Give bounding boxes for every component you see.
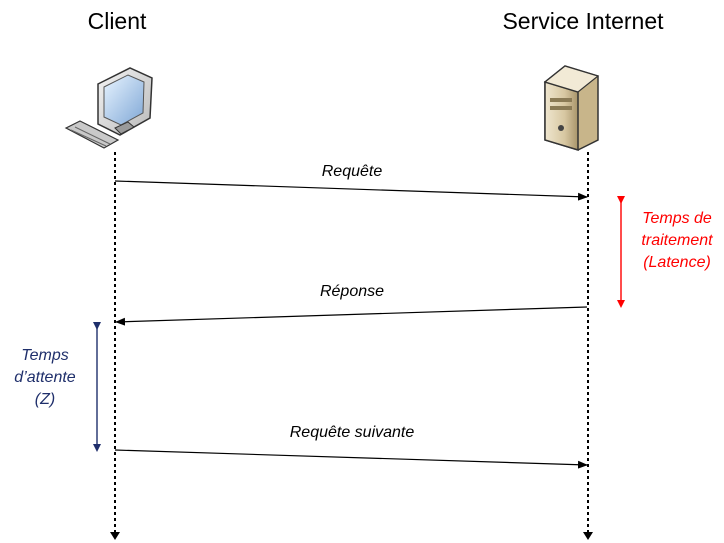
waiting-time-note: Temps d’attente (Z) [0,345,90,411]
client-title: Client [87,8,147,34]
response-arrow [115,306,588,326]
waiting-note-line-2: d’attente [14,369,76,386]
client-lifeline-end-arrow [110,532,120,540]
server-title: Service Internet [502,8,664,34]
request-label: Requête [321,163,383,180]
processing-time-note: Temps de traitement (Latence) [630,208,724,274]
server-tower-icon [543,65,600,152]
server-lifeline-end-arrow [583,532,593,540]
processing-note-line-1: Temps de [642,210,712,227]
waiting-note-line-3: (Z) [34,391,56,408]
next-request-label: Requête suivante [289,424,415,441]
processing-note-line-2: traitement [641,232,713,249]
next-request-arrow [114,449,588,469]
response-label: Réponse [319,283,385,300]
processing-note-line-3: (Latence) [643,254,711,271]
request-arrow [114,180,588,201]
waiting-note-line-1: Temps [21,347,69,364]
desktop-computer-icon [64,67,153,149]
